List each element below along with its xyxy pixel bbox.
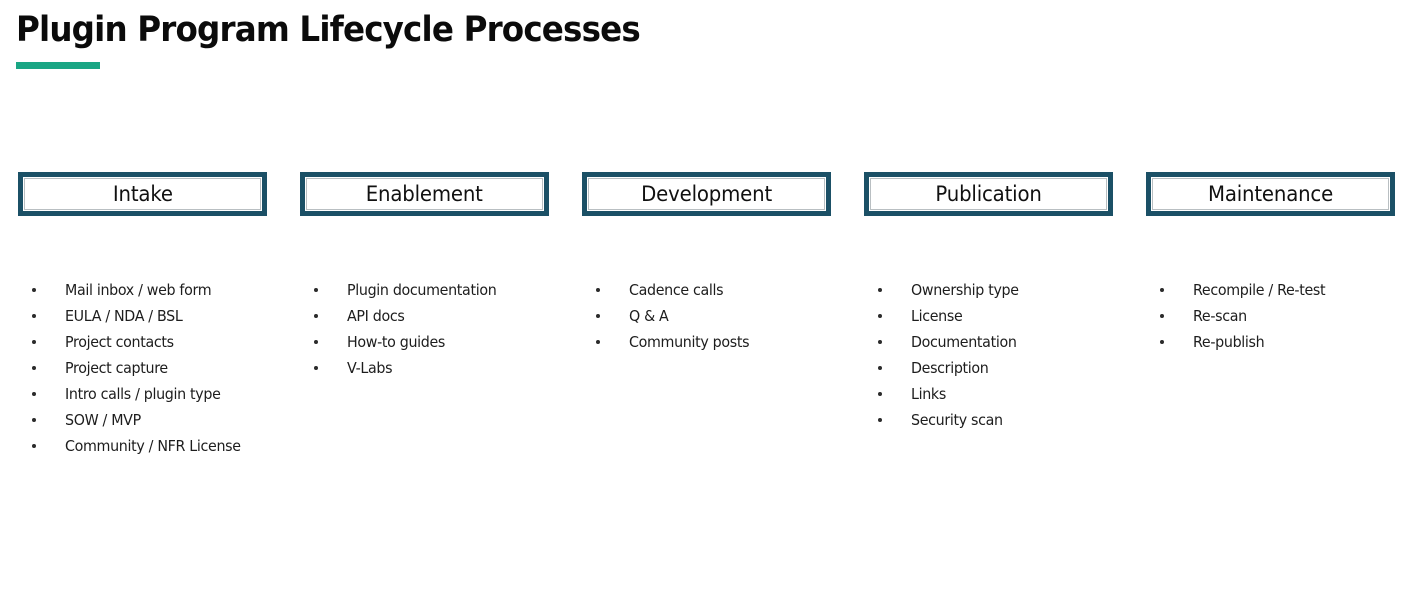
- list-item-label: Ownership type: [911, 281, 1019, 299]
- list-item: Cadence calls: [582, 277, 831, 303]
- bullet-dot-icon: [1160, 340, 1164, 344]
- bullet-dot-icon: [32, 444, 36, 448]
- list-item: License: [864, 303, 1113, 329]
- title-block: Plugin Program Lifecycle Processes: [16, 8, 1316, 69]
- bullet-dot-icon: [878, 340, 882, 344]
- list-item-label: Community posts: [629, 333, 750, 351]
- list-item: Links: [864, 381, 1113, 407]
- bullet-dot-icon: [878, 366, 882, 370]
- stage-title: Publication: [935, 182, 1042, 206]
- list-item-label: Mail inbox / web form: [65, 281, 212, 299]
- list-item: Community / NFR License: [18, 433, 267, 459]
- bullet-dot-icon: [32, 288, 36, 292]
- stage-title: Development: [641, 182, 772, 206]
- bullet-dot-icon: [878, 392, 882, 396]
- list-item-label: Re-scan: [1193, 307, 1247, 325]
- list-item-label: Community / NFR License: [65, 437, 241, 455]
- list-item: Project capture: [18, 355, 267, 381]
- bullet-dot-icon: [596, 314, 600, 318]
- list-item-label: Project contacts: [65, 333, 174, 351]
- bullet-dot-icon: [878, 314, 882, 318]
- bullet-dot-icon: [314, 314, 318, 318]
- list-item: Q & A: [582, 303, 831, 329]
- stage-header-inner-frame: Development: [588, 178, 825, 210]
- bullet-dot-icon: [878, 288, 882, 292]
- list-item: Re-scan: [1146, 303, 1395, 329]
- list-item: Re-publish: [1146, 329, 1395, 355]
- bullet-dot-icon: [32, 314, 36, 318]
- list-item: How-to guides: [300, 329, 549, 355]
- list-item: Documentation: [864, 329, 1113, 355]
- list-item-label: Q & A: [629, 307, 669, 325]
- stage-header-box-intake[interactable]: Intake: [18, 172, 267, 216]
- stage-header-box-maintenance[interactable]: Maintenance: [1146, 172, 1395, 216]
- stage-title: Intake: [112, 182, 173, 206]
- stage-header-inner-frame: Publication: [870, 178, 1107, 210]
- stage-header-box-enablement[interactable]: Enablement: [300, 172, 549, 216]
- bullet-dot-icon: [1160, 288, 1164, 292]
- list-item-label: Security scan: [911, 411, 1003, 429]
- stage-header-inner-frame: Intake: [24, 178, 261, 210]
- page-title: Plugin Program Lifecycle Processes: [16, 10, 641, 50]
- bullet-dot-icon: [314, 366, 318, 370]
- bullet-dot-icon: [32, 392, 36, 396]
- list-item-label: Description: [911, 359, 989, 377]
- stage-title: Enablement: [365, 182, 483, 206]
- list-item-label: EULA / NDA / BSL: [65, 307, 183, 325]
- list-item: Description: [864, 355, 1113, 381]
- stage-header-box-development[interactable]: Development: [582, 172, 831, 216]
- title-accent-rule: [16, 62, 100, 69]
- stage-title: Maintenance: [1207, 182, 1334, 206]
- list-item: Community posts: [582, 329, 831, 355]
- list-item-label: Links: [911, 385, 946, 403]
- list-item: Plugin documentation: [300, 277, 549, 303]
- bullet-dot-icon: [32, 366, 36, 370]
- list-item: Recompile / Re-test: [1146, 277, 1395, 303]
- bullet-dot-icon: [32, 340, 36, 344]
- list-item-label: Recompile / Re-test: [1193, 281, 1326, 299]
- bullet-dot-icon: [596, 340, 600, 344]
- bullet-dot-icon: [314, 340, 318, 344]
- list-item-label: Documentation: [911, 333, 1017, 351]
- stage-header-box-publication[interactable]: Publication: [864, 172, 1113, 216]
- list-item-label: How-to guides: [347, 333, 446, 351]
- list-item-label: Intro calls / plugin type: [65, 385, 221, 403]
- list-item: Intro calls / plugin type: [18, 381, 267, 407]
- list-item-label: Re-publish: [1193, 333, 1265, 351]
- bullet-dot-icon: [314, 288, 318, 292]
- stage-item-list: Cadence calls Q & A Community posts: [582, 277, 831, 355]
- list-item-label: License: [911, 307, 963, 325]
- list-item-label: V-Labs: [347, 359, 393, 377]
- list-item: EULA / NDA / BSL: [18, 303, 267, 329]
- stage-header-inner-frame: Maintenance: [1152, 178, 1389, 210]
- list-item-label: Cadence calls: [629, 281, 724, 299]
- list-item: Security scan: [864, 407, 1113, 433]
- bullet-dot-icon: [596, 288, 600, 292]
- list-item-label: Project capture: [65, 359, 168, 377]
- bullet-dot-icon: [32, 418, 36, 422]
- list-item: Mail inbox / web form: [18, 277, 267, 303]
- list-item-label: Plugin documentation: [347, 281, 497, 299]
- list-item-label: API docs: [347, 307, 405, 325]
- list-item: Project contacts: [18, 329, 267, 355]
- list-item: SOW / MVP: [18, 407, 267, 433]
- bullet-dot-icon: [1160, 314, 1164, 318]
- list-item: API docs: [300, 303, 549, 329]
- bullet-dot-icon: [878, 418, 882, 422]
- list-item-label: SOW / MVP: [65, 411, 141, 429]
- list-item: V-Labs: [300, 355, 549, 381]
- stage-header-inner-frame: Enablement: [306, 178, 543, 210]
- list-item: Ownership type: [864, 277, 1113, 303]
